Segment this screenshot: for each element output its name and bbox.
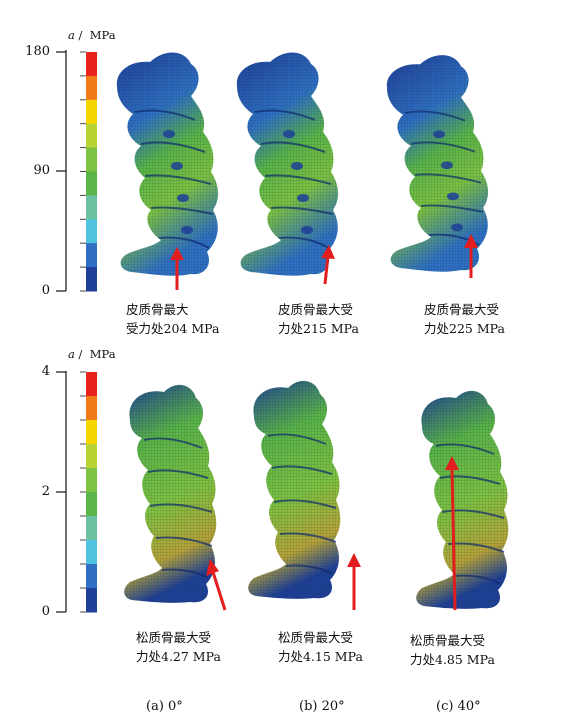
colorbar-bottom-swatch-3 [86, 444, 97, 469]
spine-model-bottom-a [123, 383, 218, 604]
colorbar-top-swatch-3 [86, 123, 97, 149]
stress-arrow-top-c [464, 234, 478, 278]
spine-model-bottom-c [415, 389, 510, 610]
subfigure-label-b: (b) 20° [299, 699, 345, 714]
spine-model-bottom-b [247, 379, 342, 600]
colorbar-top [56, 50, 97, 292]
colorbar-top-swatch-1 [86, 75, 97, 101]
colorbar-top-swatch-0 [86, 52, 97, 77]
colorbar-top-tick-mid: 90 [33, 163, 50, 178]
colorbar-bottom-swatch-7 [86, 540, 97, 565]
colorbar-bottom-swatch-4 [86, 468, 97, 493]
colorbar-bottom-swatch-0 [86, 372, 97, 397]
colorbar-bottom [56, 371, 97, 613]
colorbar-top-swatch-9 [86, 267, 97, 292]
stress-arrow-bottom-c [445, 456, 459, 611]
colorbar-bottom-tick-min: 0 [41, 604, 50, 619]
colorbar-top-unit: a / MPa [68, 28, 116, 42]
stress-arrow-bottom-b [347, 553, 361, 610]
colorbar-bottom-tick-max: 4 [41, 364, 50, 379]
spine-model-top-a [115, 51, 220, 277]
caption-top-c: 皮质骨最大受力处225 MPa [424, 302, 505, 336]
colorbar-top-swatch-8 [86, 243, 97, 268]
caption-top-b: 皮质骨最大受力处215 MPa [278, 302, 359, 336]
colorbar-bottom-swatch-8 [86, 564, 97, 589]
colorbar-top-swatch-6 [86, 195, 97, 220]
colorbar-top-swatch-4 [86, 147, 97, 172]
colorbar-top-swatch-2 [86, 99, 97, 125]
caption-bottom-b: 松质骨最大受力处4.15 MPa [278, 630, 363, 664]
colorbar-bottom-swatch-1 [86, 396, 97, 421]
caption-bottom-a: 松质骨最大受力处4.27 MPa [136, 630, 221, 664]
subfigure-label-c: (c) 40° [436, 699, 481, 714]
caption-top-a: 皮质骨最大受力处204 MPa [126, 302, 220, 336]
colorbar-top-tick-max: 180 [25, 44, 50, 59]
colorbar-bottom-swatch-5 [86, 492, 97, 517]
colorbar-top-swatch-5 [86, 171, 97, 196]
stress-arrow-top-b [321, 245, 335, 285]
caption-bottom-c: 松质骨最大受力处4.85 MPa [410, 633, 495, 667]
stress-arrow-top-a [170, 247, 184, 290]
colorbar-bottom-tick-mid: 2 [41, 484, 50, 499]
stress-arrow-bottom-a [206, 559, 227, 611]
colorbar-top-swatch-7 [86, 219, 97, 244]
spine-model-top-b [235, 51, 340, 277]
subfigure-label-a: (a) 0° [146, 699, 183, 714]
colorbar-bottom-swatch-2 [86, 420, 97, 445]
colorbar-bottom-unit: a / MPa [68, 347, 116, 361]
colorbar-bottom-swatch-9 [86, 588, 97, 613]
colorbar-top-tick-min: 0 [41, 283, 50, 298]
colorbar-bottom-swatch-6 [86, 516, 97, 541]
